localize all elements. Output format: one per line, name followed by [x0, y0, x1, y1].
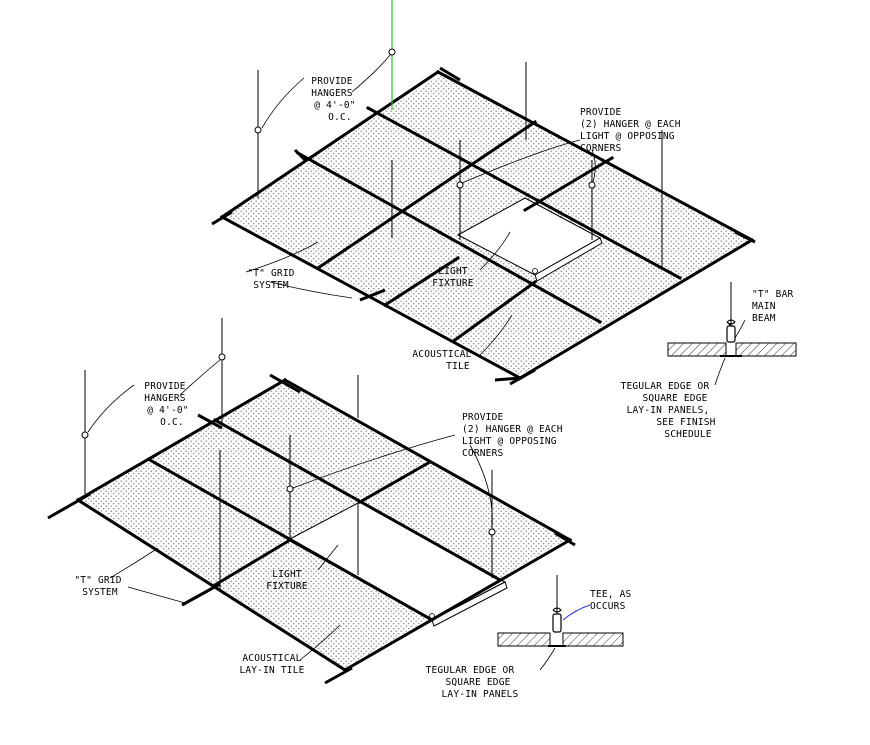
svg-text:LIGHT: LIGHT: [438, 266, 468, 277]
bottom-ceiling-detail: [47, 318, 576, 685]
svg-text:HANGERS: HANGERS: [311, 88, 353, 99]
label-top-acoustical-tile: ACOUSTICAL TILE: [412, 349, 471, 372]
svg-text:(2) HANGER @ EACH: (2) HANGER @ EACH: [580, 119, 681, 130]
label-top-light-fixture: LIGHT FIXTURE: [432, 266, 474, 289]
top-grid-cross-tees: [219, 69, 755, 381]
svg-text:SYSTEM: SYSTEM: [253, 280, 289, 291]
label-bottom-two-hanger: PROVIDE (2) HANGER @ EACH LIGHT @ OPPOSI…: [462, 412, 563, 459]
svg-text:HANGERS: HANGERS: [144, 393, 186, 404]
svg-text:LIGHT @ OPPOSING: LIGHT @ OPPOSING: [580, 131, 675, 142]
svg-text:SQUARE EDGE: SQUARE EDGE: [642, 393, 707, 404]
svg-text:"T" GRID: "T" GRID: [74, 575, 121, 586]
top-ceiling-detail: [211, 0, 756, 386]
svg-text:LAY-IN PANELS: LAY-IN PANELS: [442, 689, 519, 700]
top-hanger-wires: [257, 0, 663, 270]
label-section-lower-tee: TEE, AS OCCURS: [590, 589, 632, 612]
svg-text:TEGULAR EDGE OR: TEGULAR EDGE OR: [621, 381, 710, 392]
svg-text:PROVIDE: PROVIDE: [462, 412, 504, 423]
svg-text:LAY-IN TILE: LAY-IN TILE: [239, 665, 304, 676]
svg-text:SEE FINISH: SEE FINISH: [656, 417, 715, 428]
top-grid-mains: [219, 69, 755, 381]
svg-text:O.C.: O.C.: [160, 417, 184, 428]
bottom-leaders: [87, 359, 493, 661]
svg-text:(2) HANGER @ EACH: (2) HANGER @ EACH: [462, 424, 563, 435]
svg-text:"T" BAR: "T" BAR: [752, 289, 794, 300]
svg-text:LIGHT: LIGHT: [272, 569, 302, 580]
label-top-grid-system: "T" GRID SYSTEM: [247, 268, 294, 291]
label-bottom-acoustical-tile: ACOUSTICAL LAY-IN TILE: [239, 653, 304, 676]
svg-text:ACOUSTICAL: ACOUSTICAL: [412, 349, 471, 360]
label-bottom-light-fixture: LIGHT FIXTURE: [266, 569, 308, 592]
svg-text:PROVIDE: PROVIDE: [311, 76, 353, 87]
svg-text:CORNERS: CORNERS: [462, 448, 504, 459]
svg-text:LAY-IN PANELS,: LAY-IN PANELS,: [627, 405, 710, 416]
svg-text:"T" GRID: "T" GRID: [247, 268, 294, 279]
svg-text:CORNERS: CORNERS: [580, 143, 622, 154]
svg-text:SQUARE EDGE: SQUARE EDGE: [445, 677, 510, 688]
svg-text:OCCURS: OCCURS: [590, 601, 626, 612]
bottom-light-fixture-edge: [431, 581, 508, 627]
section-lower-detail: [497, 575, 624, 671]
label-section-lower-edge: TEGULAR EDGE OR SQUARE EDGE LAY-IN PANEL…: [426, 665, 519, 700]
svg-text:BEAM: BEAM: [752, 313, 776, 324]
label-bottom-hangers: PROVIDE HANGERS @ 4'-0" O.C.: [144, 381, 188, 428]
svg-text:MAIN: MAIN: [752, 301, 776, 312]
svg-text:O.C.: O.C.: [328, 112, 352, 123]
svg-text:TEGULAR EDGE OR: TEGULAR EDGE OR: [426, 665, 515, 676]
svg-text:TEE, AS: TEE, AS: [590, 589, 632, 600]
label-section-upper-beam: "T" BAR MAIN BEAM: [752, 289, 794, 324]
svg-text:TILE: TILE: [446, 361, 470, 372]
label-section-upper-edge: TEGULAR EDGE OR SQUARE EDGE LAY-IN PANEL…: [621, 381, 716, 440]
top-leaders: [245, 54, 596, 356]
label-top-two-hanger: PROVIDE (2) HANGER @ EACH LIGHT @ OPPOSI…: [580, 107, 681, 154]
svg-text:@ 4'-0": @ 4'-0": [147, 405, 188, 416]
svg-text:PROVIDE: PROVIDE: [580, 107, 622, 118]
bottom-grid-cross-tees: [75, 377, 573, 673]
svg-text:SYSTEM: SYSTEM: [82, 587, 118, 598]
label-bottom-grid-system: "T" GRID SYSTEM: [74, 575, 121, 598]
svg-text:FIXTURE: FIXTURE: [432, 278, 474, 289]
svg-text:LIGHT @ OPPOSING: LIGHT @ OPPOSING: [462, 436, 557, 447]
svg-text:@ 4'-0": @ 4'-0": [314, 100, 355, 111]
label-top-hangers: PROVIDE HANGERS @ 4'-0" O.C.: [311, 76, 355, 123]
svg-text:ACOUSTICAL: ACOUSTICAL: [242, 653, 301, 664]
svg-text:PROVIDE: PROVIDE: [144, 381, 186, 392]
top-light-fixture-edge: [534, 237, 603, 282]
svg-text:SCHEDULE: SCHEDULE: [664, 429, 711, 440]
svg-text:FIXTURE: FIXTURE: [266, 581, 308, 592]
section-upper-detail: [667, 282, 797, 386]
